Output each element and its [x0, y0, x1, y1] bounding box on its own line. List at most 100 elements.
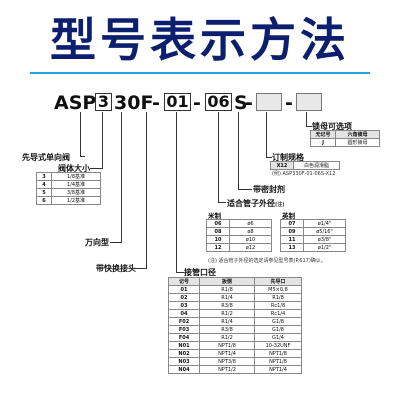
table-cell: R3/8 — [199, 325, 255, 334]
table-cell: 1/4基准 — [51, 180, 101, 189]
table-header: 记号 — [168, 277, 200, 286]
model-box-option — [256, 93, 282, 111]
connector-line — [238, 112, 239, 189]
table-cell: 无记号 — [310, 130, 336, 139]
table-cell: NPT1/4 — [254, 365, 302, 374]
table-cell: R1/4 — [199, 317, 255, 326]
table-cell: Rc1/8 — [254, 301, 302, 310]
table-cell: ø1/2" — [303, 243, 346, 252]
label-body-size: 阀体大小 — [58, 164, 90, 173]
table-cell: N02 — [168, 349, 200, 358]
label-made-to-order: 订制规格 — [272, 153, 304, 162]
label-tube-od: 适合管子外径(注) — [227, 198, 285, 209]
title-underline — [30, 72, 370, 74]
model-prefix: ASP — [54, 92, 97, 114]
label-nut-option: 锁母可选项 — [312, 122, 352, 131]
table-cell: F03 — [168, 325, 200, 334]
table-cell: ø5/16" — [303, 227, 346, 236]
table-cell: G1/8 — [254, 317, 302, 326]
table-cell: NPT1/8 — [254, 349, 302, 358]
table-cell: J — [310, 138, 336, 147]
table-cell: 13 — [280, 243, 304, 252]
table-cell: 04 — [168, 309, 200, 318]
table-cell: Rc1/4 — [254, 309, 302, 318]
connector-line — [90, 168, 103, 169]
table-cell: R3/8 — [199, 301, 255, 310]
table-cell: R1/8 — [199, 285, 255, 294]
table-cell: 01 — [168, 285, 200, 294]
table-cell: R1/4 — [199, 293, 255, 302]
table-cell: G1/8 — [254, 325, 302, 334]
table-cell: 1/2基准 — [51, 196, 101, 205]
model-dash-2: - — [193, 92, 201, 114]
model-dash-3: - — [245, 92, 253, 114]
table-cell: N01 — [168, 341, 200, 350]
connector-line — [176, 272, 184, 273]
label-inch: 英制 — [282, 212, 295, 220]
model-box-nut — [296, 93, 322, 111]
connector-line — [266, 112, 267, 157]
label-tube-od-note: (注) — [275, 202, 285, 208]
table-cell: 02 — [168, 293, 200, 302]
table-cell: 圆形锁母 — [335, 138, 380, 147]
table-cell: NPT1/8 — [254, 357, 302, 366]
table-cell: 10 — [206, 235, 230, 244]
model-dash-1: - — [152, 92, 160, 114]
connector-line — [80, 156, 85, 157]
connector-line — [146, 112, 147, 268]
table-header: 先导口 — [254, 277, 302, 286]
table-cell: ø3/8" — [303, 235, 346, 244]
table-cell: ø1/4" — [303, 219, 346, 228]
model-dash-4: - — [285, 92, 293, 114]
connector-line — [102, 112, 103, 168]
label-sealant: 带密封剂 — [253, 185, 285, 194]
connector-line — [306, 112, 307, 126]
table-cell: R1/2 — [199, 333, 255, 342]
connector-line — [218, 112, 219, 202]
table-cell: N04 — [168, 365, 200, 374]
table-cell: NPT1/8 — [199, 341, 255, 350]
table-cell: 08 — [206, 227, 230, 236]
connector-line — [110, 242, 122, 243]
table-cell: 1/8基准 — [51, 172, 101, 181]
table-cell: 3/8基准 — [51, 188, 101, 197]
model-mid: 30F — [114, 92, 154, 114]
label-elbow: 万向型 — [85, 238, 109, 247]
table-cell: F02 — [168, 317, 200, 326]
connector-line — [134, 268, 147, 269]
table-cell: ø8 — [229, 227, 272, 236]
table-cell: NPT1/2 — [199, 365, 255, 374]
table-cell: 11 — [280, 235, 304, 244]
table-cell: 4 — [36, 180, 52, 189]
table-cell: NPT3/8 — [199, 357, 255, 366]
label-tube-od-text: 适合管子外径 — [227, 199, 275, 208]
table-cell: R1/2 — [199, 309, 255, 318]
connector-line — [218, 202, 226, 203]
connector-line — [121, 112, 122, 242]
table-cell: 六角锁母 — [335, 130, 380, 139]
table-cell: 12 — [206, 243, 230, 252]
table-cell: ø12 — [229, 243, 272, 252]
connector-line — [80, 112, 81, 156]
label-pipe-port: 接管口径 — [184, 268, 216, 277]
table-cell: M5×0.8 — [254, 285, 302, 294]
connector-line — [176, 112, 177, 272]
table-cell: 3 — [36, 172, 52, 181]
table-cell: 白色润滑脂 — [293, 161, 340, 170]
model-box-tube: 06 — [205, 93, 232, 111]
table-cell: NPT1/4 — [199, 349, 255, 358]
table-cell: 07 — [280, 219, 304, 228]
connector-line — [266, 157, 272, 158]
